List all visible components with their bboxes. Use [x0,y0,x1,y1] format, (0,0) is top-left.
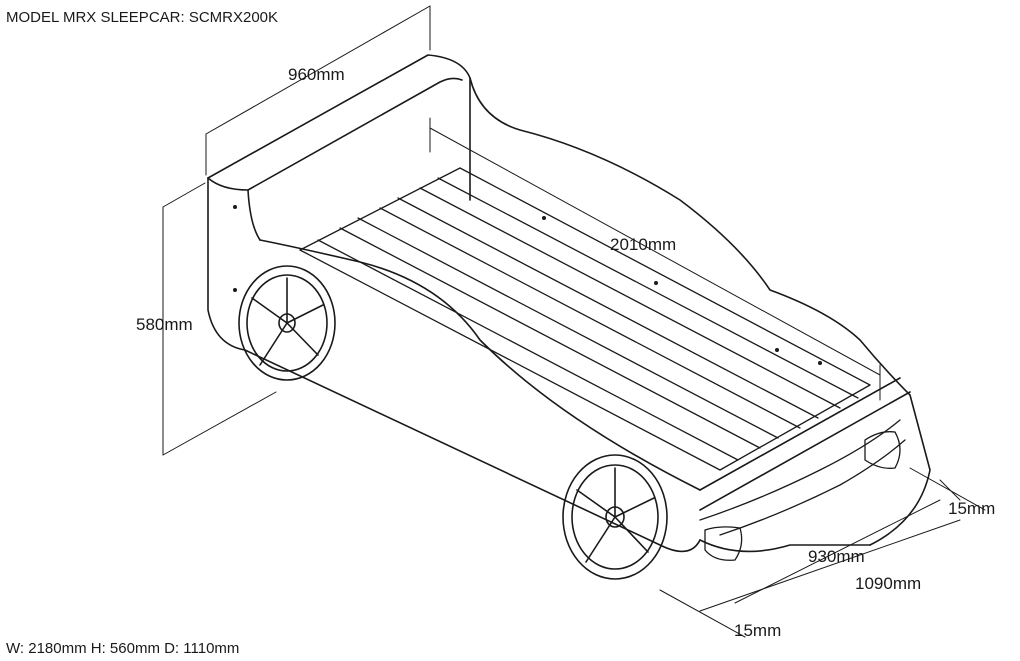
dim-580: 580mm [136,315,193,334]
dim-930: 930mm [808,547,865,566]
dim-15-bottom: 15mm [734,621,782,640]
dimension-lines [162,5,986,638]
dim-1090: 1090mm [855,574,922,593]
dim-15-right: 15mm [948,499,996,518]
dim-960: 960mm [288,65,345,84]
front-grille [699,419,906,561]
dim-2010: 2010mm [610,235,677,254]
bed-slats [299,167,871,471]
model-title: MODEL MRX SLEEPCAR: SCMRX200K [6,9,279,26]
car-body-outline [207,77,931,553]
overall-dimensions-text: W: 2180mm H: 560mm D: 1110mm [6,640,240,657]
front-wheel [562,454,668,580]
rear-wheel [238,265,336,381]
screw-holes [233,205,822,365]
